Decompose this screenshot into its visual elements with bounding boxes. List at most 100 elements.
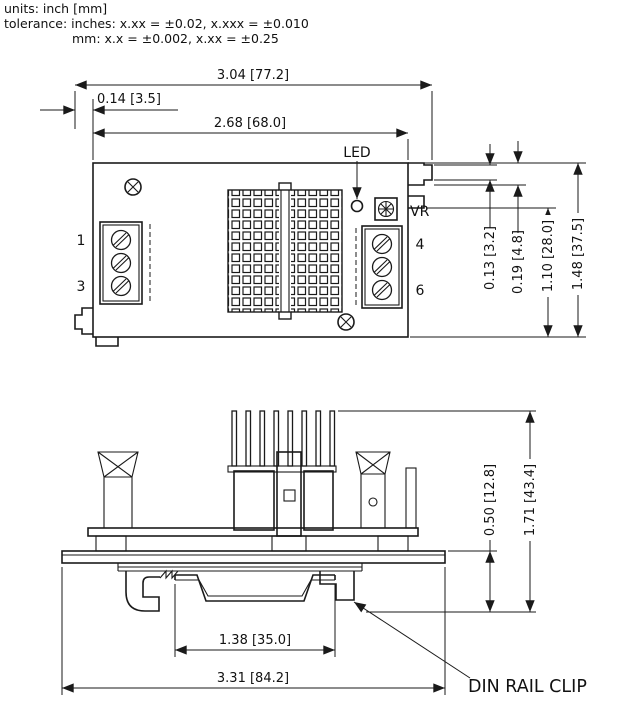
pin-6-label: 6 [416,283,425,299]
fin [315,410,322,467]
heatsink-bottom-tab [278,311,292,320]
dim-label-mask [541,215,555,297]
fin [329,410,336,467]
left-x-bracket [97,451,139,528]
vr-adjust-slots [378,201,394,217]
vr-body [374,197,398,221]
din-rail-profile-inner [175,579,335,597]
dim-total-height-label: 1.71 [43.4] [523,464,538,536]
terminal-screw [371,279,393,301]
screw-head-icon [337,313,355,331]
fin [245,410,252,467]
tolerance-inches-note: tolerance: inches: x.xx = ±0.02, x.xxx =… [4,16,309,31]
terminal-block-inner [364,228,400,306]
terminal-screw [371,256,393,278]
heatsink-fins-side [227,410,337,473]
dim-clip-height-label: 0.50 [12.8] [483,464,498,536]
heatsink-top-tab [278,182,292,191]
psu-body-outline [92,162,409,338]
din-rail-flange-tips [174,575,336,580]
bracket-hole [283,489,296,502]
bottom-left-step [95,337,119,347]
terminal-screw [110,229,132,251]
side-view: 0.50 [12.8] 1.71 [43.4] 1.38 [35.0] 3.31… [61,410,587,697]
terminal-block-inner [102,224,140,302]
led-indicator: LED [343,145,371,213]
terminal-block-outline [361,225,403,309]
vr-label: VR [410,204,430,220]
dim-lower-height-label: 1.10 [28.0] [541,220,556,292]
center-bracket [276,451,302,537]
led-label: LED [343,145,370,161]
clip-left-hook [125,571,160,612]
terminal-block-outline [99,221,143,305]
clip-spring-teeth [159,569,179,580]
ext-lines-total-width-side [61,567,446,695]
dim-body-width-label: 2.68 [68.0] [214,116,286,131]
standoff [271,535,307,552]
dim-total-width-label: 3.04 [77.2] [217,68,289,83]
screw-head-icon [124,178,142,196]
led-icon [350,199,364,213]
terminal-screw-slots [112,232,130,294]
clip-slide-plate [117,563,363,572]
terminal-screw [110,275,132,297]
standoff [377,535,409,552]
ext-lines-shared-right [410,162,586,338]
dim-body-height-label: 1.48 [37.5] [571,218,586,290]
right-x-bracket [355,451,391,528]
heatsink-spine [280,190,290,312]
mounting-screw-top-left [124,178,142,196]
pin-4-label: 4 [416,237,425,253]
terminal-screw [110,252,132,274]
pin-3-label: 3 [77,279,86,295]
dim-label-mask [571,213,585,295]
pin-numbers: 1 3 4 6 [77,233,425,299]
hidden-lines [149,224,357,306]
top-view: LED VR 1 3 4 6 3.04 [77.2] 0.14 [3.5] [40,68,586,347]
din-clip-prong-upper [408,162,433,186]
screw-cross-icon [340,316,352,328]
terminal-screw-slots [373,236,391,298]
pin-1-label: 1 [77,233,86,249]
pcb-base [87,527,419,537]
dim-tab-offset-label: 0.14 [3.5] [97,92,161,107]
tolerance-mm-note: mm: x.x = ±0.002, x.xx = ±0.25 [72,31,279,46]
standoff [95,535,127,552]
din-rail-clip-leader [353,601,471,679]
component-block-left [233,470,275,531]
heatsink-spine-gap [279,190,291,312]
drawing-notes: units: inch [mm] tolerance: inches: x.xx… [4,1,309,46]
clip-right-hook [319,571,355,601]
vr-potentiometer: VR [374,197,430,221]
component-detail [368,497,378,507]
dim-label-mask [523,459,537,541]
din-clip-prong-lower [408,195,425,209]
terminal-block-left [99,221,143,305]
fin [301,410,308,467]
right-edge-component [405,467,417,529]
terminal-screw [371,233,393,255]
fin [231,410,238,467]
din-rail-profile-outer [175,574,335,602]
dim-clip-depth-label: 0.19 [4.8] [511,230,526,294]
dim-rail-width-label: 1.38 [35.0] [219,633,291,648]
side-view-dimensions: 0.50 [12.8] 1.71 [43.4] 1.38 [35.0] 3.31… [61,410,587,697]
heatsink [227,182,343,320]
dim-total-width-side-label: 3.31 [84.2] [217,671,289,686]
terminal-block-right [361,225,403,309]
mounting-screw-bottom-right [337,313,355,331]
top-view-outline [74,162,433,347]
left-mounting-tab [74,307,93,335]
component-block-right [303,470,334,531]
din-rail-clip-label: DIN RAIL CLIP [468,677,587,697]
chassis-plate-outline [61,550,446,564]
fin-base [227,465,337,473]
top-view-dimensions: 3.04 [77.2] 0.14 [3.5] 2.68 [68.0] 0.13 … [40,68,586,338]
fin [259,410,266,467]
chassis-plate [61,550,446,564]
ext-lines-rail-width [174,584,336,657]
dim-clip-tip-label: 0.13 [3.2] [483,226,498,290]
